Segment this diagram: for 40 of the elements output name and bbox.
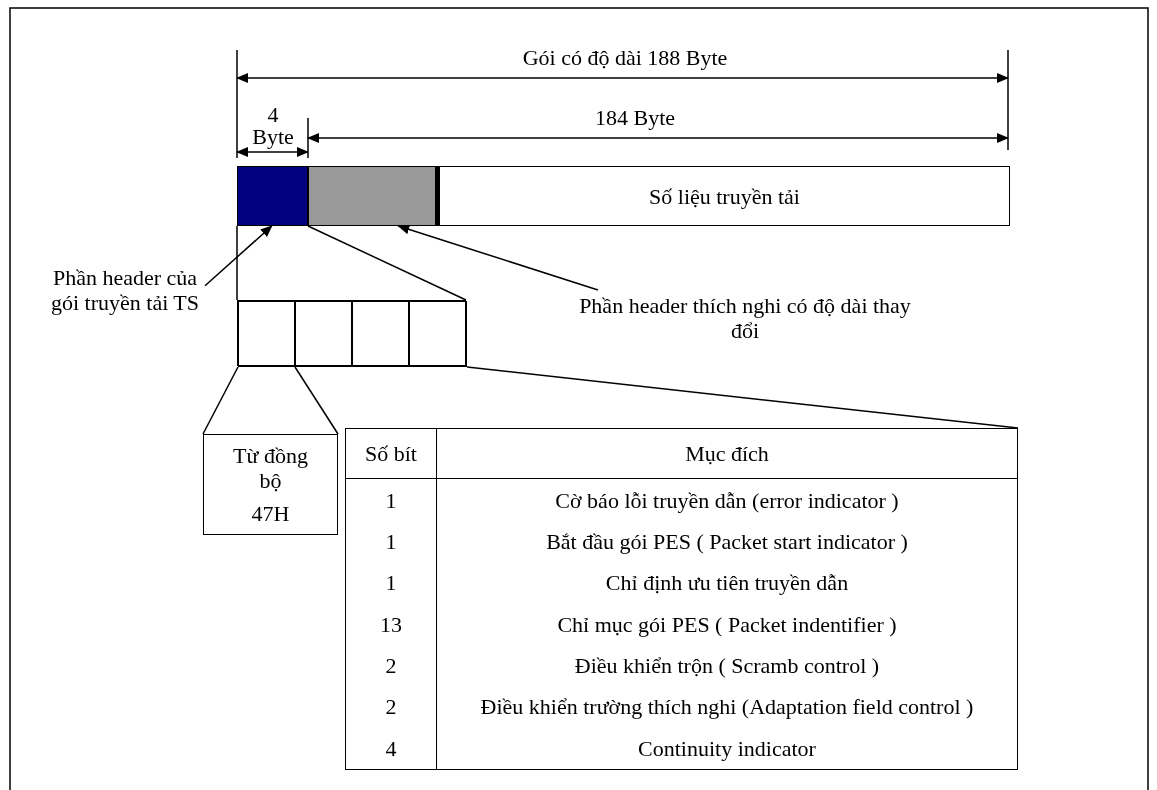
expansion-line [307, 225, 467, 301]
leader-arrow [204, 225, 273, 287]
dimension-label: Gói có độ dài 188 Byte [521, 45, 729, 70]
node-label: Số liệu truyền tải [649, 183, 800, 209]
purpose-text: Điều khiển trường thích nghi (Adaptation field control ) [436, 686, 1017, 728]
bit-table [345, 428, 1018, 770]
field-segment [238, 301, 295, 367]
purpose-text: Điều khiển trộn ( Scramb control ) [436, 644, 1017, 687]
field-segment [409, 301, 467, 367]
header-field-strip [237, 300, 466, 366]
bit-count: 1 [346, 520, 437, 563]
bit-count: 4 [346, 727, 437, 769]
expansion-line [466, 366, 1019, 429]
box-value: 47H [251, 501, 290, 526]
sync-word-box [203, 434, 338, 535]
field-segment [352, 301, 409, 367]
purpose-text: Bắt đầu gói PES ( Packet start indicator ) [436, 520, 1017, 563]
header-block [237, 166, 308, 226]
expansion-line [236, 225, 238, 301]
bit-count: 1 [346, 562, 437, 604]
purpose-text: Chỉ định ưu tiên truyền dẫn [436, 562, 1017, 604]
column-header: Số bít [346, 429, 437, 479]
purpose-text: Cờ báo lỗi truyền dẫn (error indicator ) [436, 478, 1017, 521]
dimension-label: 4 Byte [251, 104, 295, 148]
dimension-label: 184 Byte [593, 105, 677, 130]
purpose-text: Chỉ mục gói PES ( Packet indentifier ) [436, 603, 1017, 645]
expansion-line [202, 366, 239, 435]
field-segment [295, 301, 352, 367]
bit-count: 13 [346, 603, 437, 645]
bit-count: 2 [346, 644, 437, 687]
callout-text: Phần header thích nghi có độ dài thay đổi [578, 293, 912, 343]
callout-text: Phần header của gói truyền tải TS [49, 264, 201, 315]
leader-arrow [397, 224, 599, 291]
adaptation-block [308, 166, 439, 226]
payload-block [439, 166, 1010, 226]
box-heading: Từ đồng bộ [232, 443, 309, 493]
bit-count: 2 [346, 686, 437, 728]
purpose-text: Continuity indicator [436, 727, 1017, 769]
bit-count: 1 [346, 478, 437, 521]
column-header: Mục đích [436, 429, 1017, 479]
